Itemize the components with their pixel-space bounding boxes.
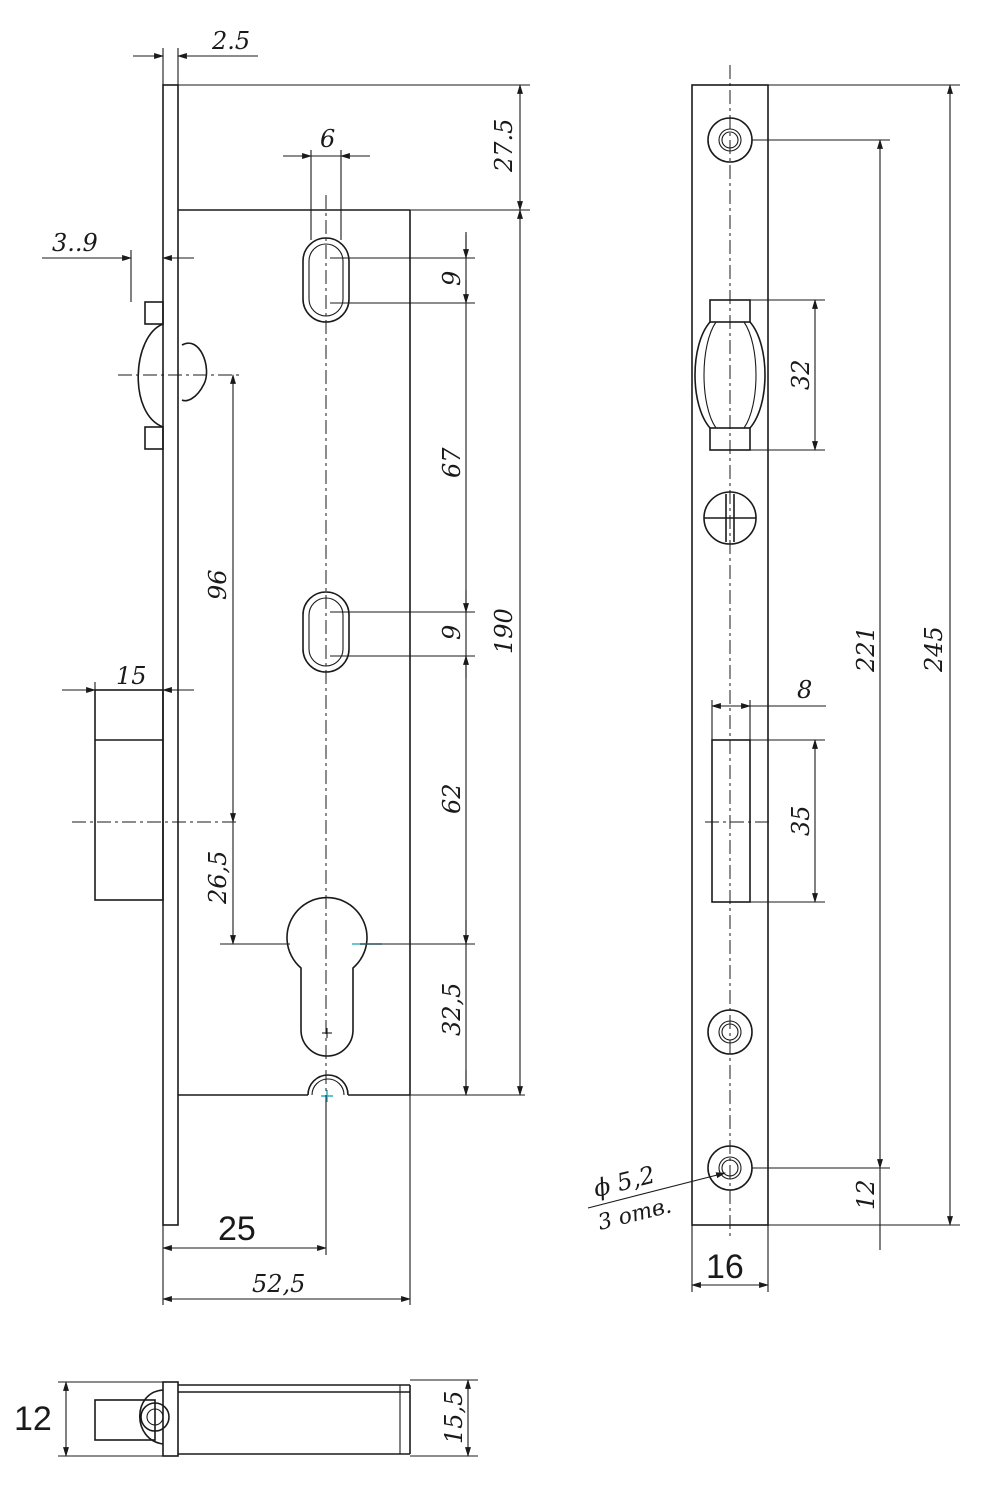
dim-8: 8	[797, 676, 812, 704]
dim-35: 35	[787, 805, 815, 836]
dim-26-5: 26,5	[204, 851, 232, 905]
dim-6: 6	[320, 125, 335, 153]
dim-12-right: 12	[852, 1179, 880, 1210]
faceplate-side-view: 32 8 35 221 12 245 16 ϕ 5,2 3 отв.	[587, 65, 960, 1292]
screw-hole-lower	[707, 1009, 753, 1055]
dim-15: 15	[116, 662, 147, 690]
dim-32: 32	[787, 359, 815, 390]
dim-190: 190	[490, 608, 518, 654]
dim-27-5: 27.5	[490, 119, 518, 173]
dim-245: 245	[920, 626, 948, 673]
dim-96: 96	[204, 569, 232, 600]
hole-diameter-label: ϕ 5,2	[591, 1161, 658, 1203]
lock-body-top-view: 12 15,5	[14, 1379, 478, 1457]
cylinder-keyhole	[286, 896, 382, 1102]
dim-221: 221	[852, 626, 880, 673]
dim-32-5: 32,5	[438, 983, 466, 1036]
latch-bolt-face	[694, 299, 766, 451]
dim-12-bottom: 12	[14, 1400, 52, 1438]
dim-15-5: 15,5	[440, 1391, 468, 1444]
dim-16: 16	[706, 1248, 744, 1286]
dim-67: 67	[438, 447, 466, 478]
follower-hole	[703, 491, 757, 545]
dim-62: 62	[438, 783, 466, 814]
dim-3-9: 3..9	[52, 229, 98, 257]
deadbolt-face	[705, 739, 770, 903]
dim-9-top: 9	[438, 271, 466, 286]
dim-9-mid: 9	[438, 625, 466, 640]
dim-25: 25	[218, 1210, 256, 1248]
dim-2-5: 2.5	[211, 27, 250, 55]
lock-body-front-view: 2.5 27.5 6 3..9 9 67 9 62	[42, 27, 530, 1305]
dim-52-5: 52,5	[252, 1270, 305, 1298]
latch-bolt	[118, 301, 240, 450]
